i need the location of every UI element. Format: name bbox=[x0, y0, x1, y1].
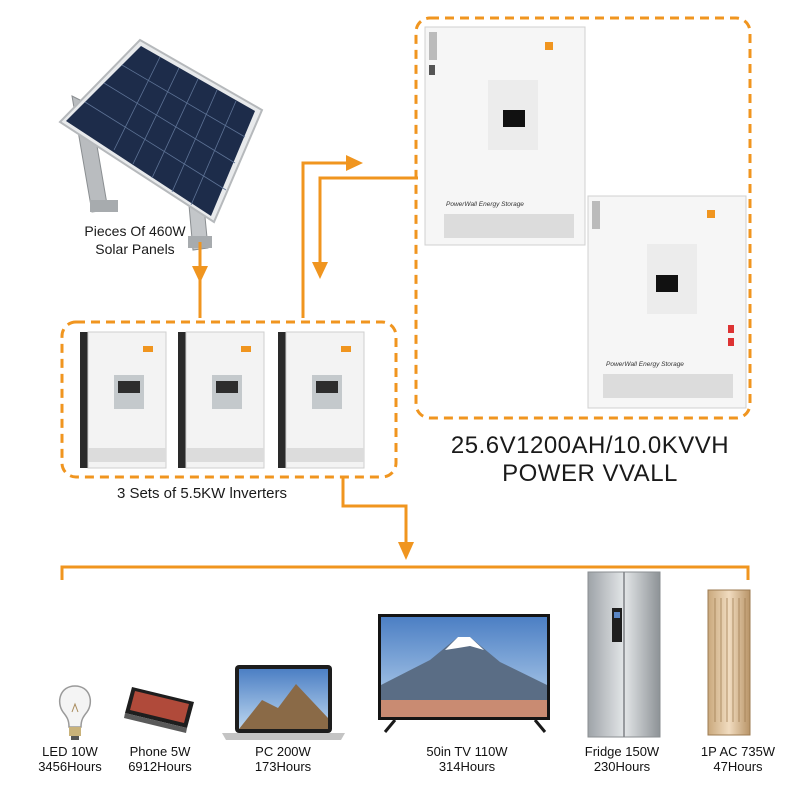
powerwall-unit-label: PowerWall Energy Storage bbox=[446, 201, 524, 208]
inverter-unit bbox=[178, 331, 265, 469]
solar-panels-label: Pieces Of 460W Solar Panels bbox=[60, 222, 210, 258]
phone-icon bbox=[124, 687, 194, 733]
powerwall-unit: PowerWall Energy Storage bbox=[587, 195, 747, 409]
appliance-name: 1P AC 735W bbox=[700, 744, 776, 759]
solar-panels-label-line1: Pieces Of 460W bbox=[84, 223, 186, 239]
power-wall-spec: 25.6V1200AH/10.0KVVH bbox=[450, 432, 730, 459]
appliance-hours: 173Hours bbox=[254, 759, 312, 774]
appliance-label-phone: Phone 5W 6912Hours bbox=[105, 744, 215, 774]
appliance-label-fridge: Fridge 150W 230Hours bbox=[567, 744, 677, 774]
air-conditioner-icon bbox=[707, 589, 751, 736]
flow-arrows bbox=[192, 155, 414, 560]
connection-lines bbox=[60, 161, 750, 580]
power-wall-name: POWER VVALL bbox=[502, 460, 678, 487]
inverter-unit bbox=[80, 331, 167, 469]
inverters-label: 3 Sets of 5.5KW lnverters bbox=[116, 485, 288, 502]
appliance-name: 50in TV 110W bbox=[426, 744, 508, 759]
appliance-hours: 314Hours bbox=[438, 759, 496, 774]
power-wall-title: 25.6V1200AH/10.0KVVH POWER VVALL bbox=[405, 432, 775, 488]
appliance-hours: 3456Hours bbox=[38, 759, 102, 774]
powerwall-group-frame bbox=[414, 16, 752, 420]
inverter-group-frame bbox=[60, 320, 398, 479]
appliance-label-led: LED 10W 3456Hours bbox=[15, 744, 125, 774]
solar-panels-label-line2: Solar Panels bbox=[95, 241, 175, 257]
powerwall-unit: PowerWall Energy Storage bbox=[424, 26, 586, 246]
tv-icon bbox=[378, 614, 550, 733]
inverter-unit bbox=[278, 331, 365, 469]
appliance-name: LED 10W bbox=[42, 744, 98, 759]
solar-panel-image bbox=[58, 38, 264, 251]
appliance-hours: 6912Hours bbox=[128, 759, 192, 774]
appliance-name: Phone 5W bbox=[129, 744, 191, 759]
appliance-name: PC 200W bbox=[255, 744, 311, 759]
appliance-hours: 230Hours bbox=[593, 759, 651, 774]
powerwall-unit-label: PowerWall Energy Storage bbox=[606, 361, 684, 368]
appliance-hours: 47Hours bbox=[713, 759, 763, 774]
appliance-name: Fridge 150W bbox=[584, 744, 660, 759]
fridge-icon bbox=[587, 571, 661, 738]
appliance-label-ac: 1P AC 735W 47Hours bbox=[683, 744, 793, 774]
appliance-label-tv: 50in TV 110W 314Hours bbox=[412, 744, 522, 774]
bulb-icon bbox=[59, 685, 91, 740]
appliance-label-pc: PC 200W 173Hours bbox=[228, 744, 338, 774]
laptop-icon bbox=[222, 665, 345, 740]
